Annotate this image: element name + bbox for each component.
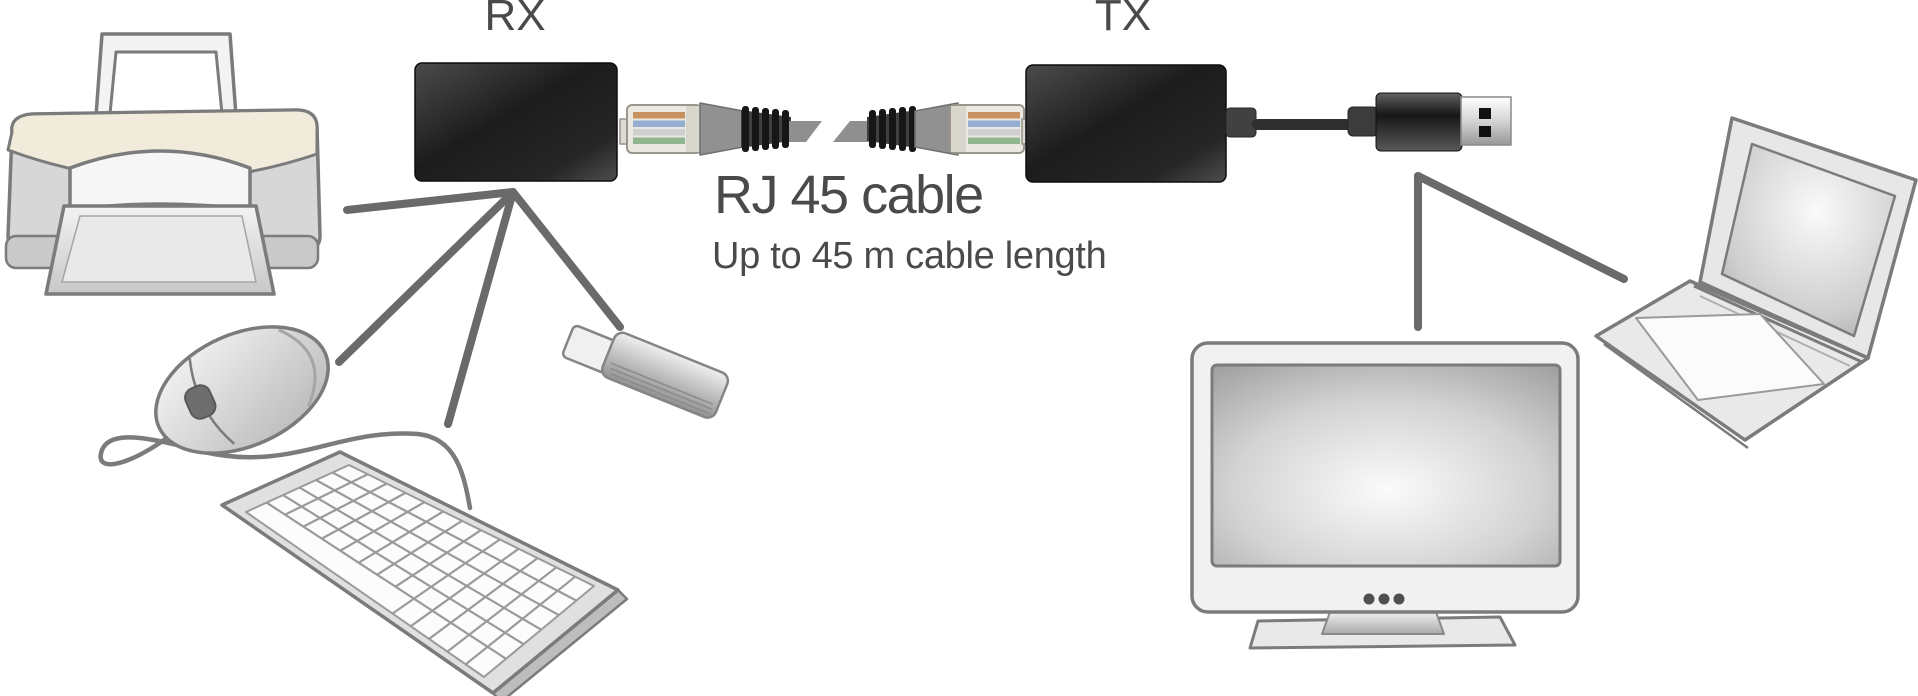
- laptop-icon: [1594, 116, 1918, 450]
- mouse-icon: [154, 325, 330, 455]
- keyboard-icon: [220, 450, 629, 696]
- tx-label: TX: [1094, 0, 1152, 40]
- rj45-plug-icon: [619, 102, 822, 156]
- rx-extender-box: [414, 62, 618, 182]
- usb-a-plug-icon: [1225, 92, 1512, 152]
- usb-dongle-icon: [561, 324, 730, 419]
- cable-title: RJ 45 cable: [714, 165, 984, 225]
- rx-connection-lines: [335, 188, 624, 428]
- tx-connection-lines: [1414, 172, 1628, 331]
- mouse-cable: [98, 423, 473, 511]
- rj45-plug-icon: [833, 102, 1032, 156]
- monitor-icon: [1190, 341, 1580, 650]
- rj45-cable: [619, 102, 1032, 156]
- printer-icon: [4, 32, 322, 296]
- cable-subtitle: Up to 45 m cable length: [712, 235, 1107, 277]
- rx-label: RX: [484, 0, 546, 40]
- tx-extender-box: [1025, 64, 1227, 183]
